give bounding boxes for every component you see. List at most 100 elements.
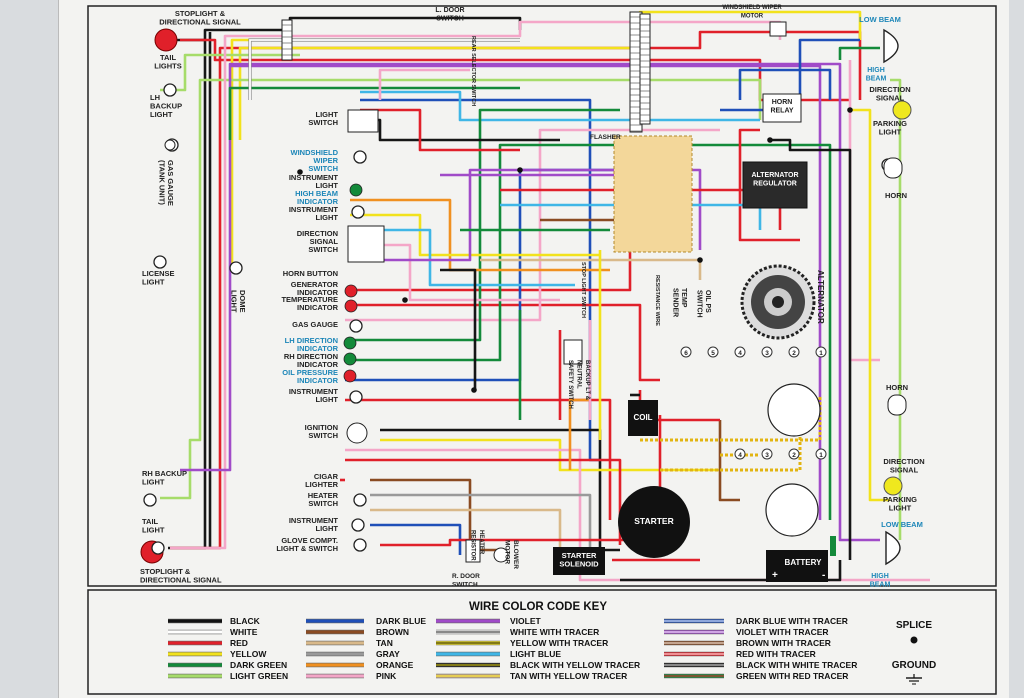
key-entry: DARK GREEN (168, 660, 287, 670)
wiper-motor-body (769, 21, 787, 37)
key-label: VIOLET WITH TRACER (736, 627, 829, 637)
wire (380, 438, 720, 472)
bulb-socket (151, 541, 165, 555)
wire (568, 398, 590, 470)
wire (360, 228, 575, 287)
label-battery: BATTERY (785, 558, 823, 567)
splice-symbol (910, 636, 918, 644)
label-dome-light: DOMELIGHT (230, 290, 248, 313)
key-entry: DARK BLUE (306, 616, 426, 626)
label-horn-bottom: HORN (886, 383, 908, 392)
wire (718, 420, 740, 502)
starter-solenoid-body (553, 547, 605, 575)
bulb-socket (153, 255, 167, 269)
key-label: DARK GREEN (230, 660, 287, 670)
key-label: ORANGE (376, 660, 414, 670)
terminal-marker (815, 346, 827, 358)
wire (370, 523, 462, 555)
bulb-socket (353, 150, 367, 164)
key-entry: TAN (306, 638, 393, 648)
key-label: RED (230, 638, 248, 648)
terminal-marker (788, 346, 800, 358)
wire (249, 39, 520, 100)
key-entry: LIGHT GREEN (168, 671, 288, 681)
key-label: LIGHT GREEN (230, 671, 288, 681)
splice-dot (402, 297, 408, 303)
key-entry: PINK (306, 671, 397, 681)
terminal-marker (734, 448, 746, 460)
key-entry: WHITE (168, 627, 258, 637)
terminal-marker (761, 448, 773, 460)
terminal-number: 1 (819, 452, 823, 459)
label-heater-resistor: HEATERRESISTOR (470, 530, 485, 561)
key-label: YELLOW (230, 649, 267, 659)
parking-lamp-bottom (883, 476, 903, 496)
wire (838, 46, 880, 60)
wire (370, 478, 500, 552)
wire (230, 64, 822, 520)
terminal-number: 5 (711, 350, 715, 357)
rh-direction-indicator-lamp (343, 352, 357, 366)
key-entry: BLACK WITH WHITE TRACER (664, 660, 857, 670)
key-label: VIOLET (510, 616, 542, 626)
key-label: BROWN (376, 627, 409, 637)
splice-dot (767, 137, 773, 143)
wire (360, 243, 560, 302)
diagram-frame (87, 5, 997, 587)
key-label: PINK (376, 671, 397, 681)
headlight-bottom (885, 530, 901, 566)
splice-dot (517, 167, 523, 173)
bulb-socket (143, 493, 157, 507)
alternator-regulator-body (742, 161, 808, 209)
terminal-number: 3 (765, 452, 769, 459)
key-entry: BLACK (168, 616, 261, 626)
key-entry: LIGHT BLUE (436, 649, 561, 659)
key-label: WHITE (230, 627, 258, 637)
horn-relay-body (762, 93, 802, 123)
key-label: YELLOW WITH TRACER (510, 638, 608, 648)
flasher-panel (613, 135, 693, 253)
key-entry: GREEN WITH RED TRACER (664, 671, 848, 681)
key-entry: VIOLET WITH TRACER (664, 627, 829, 637)
ignition-connector-upper (767, 383, 821, 437)
stoplight-lamp-top (154, 28, 178, 52)
key-label: BROWN WITH TRACER (736, 638, 831, 648)
wire (540, 218, 622, 235)
ground-symbol (906, 674, 922, 685)
harness-connector (639, 13, 651, 125)
harness-connector (281, 19, 293, 61)
key-label: GREEN WITH RED TRACER (736, 671, 848, 681)
label-gas-gauge: GAS GAUGE (292, 320, 338, 329)
splice-dot (471, 387, 477, 393)
splice-dot (847, 107, 853, 113)
label-horn-button: HORN BUTTON (283, 269, 338, 278)
key-label: BLACK (230, 616, 261, 626)
terminal-number: 4 (738, 452, 742, 459)
wire (660, 420, 802, 472)
key-label: LIGHT BLUE (510, 649, 561, 659)
wire (345, 143, 832, 520)
key-entry: BLACK WITH YELLOW TRACER (436, 660, 640, 670)
label-battery-plus: + (772, 570, 778, 581)
wire (345, 398, 612, 520)
bulb-socket (349, 390, 363, 404)
